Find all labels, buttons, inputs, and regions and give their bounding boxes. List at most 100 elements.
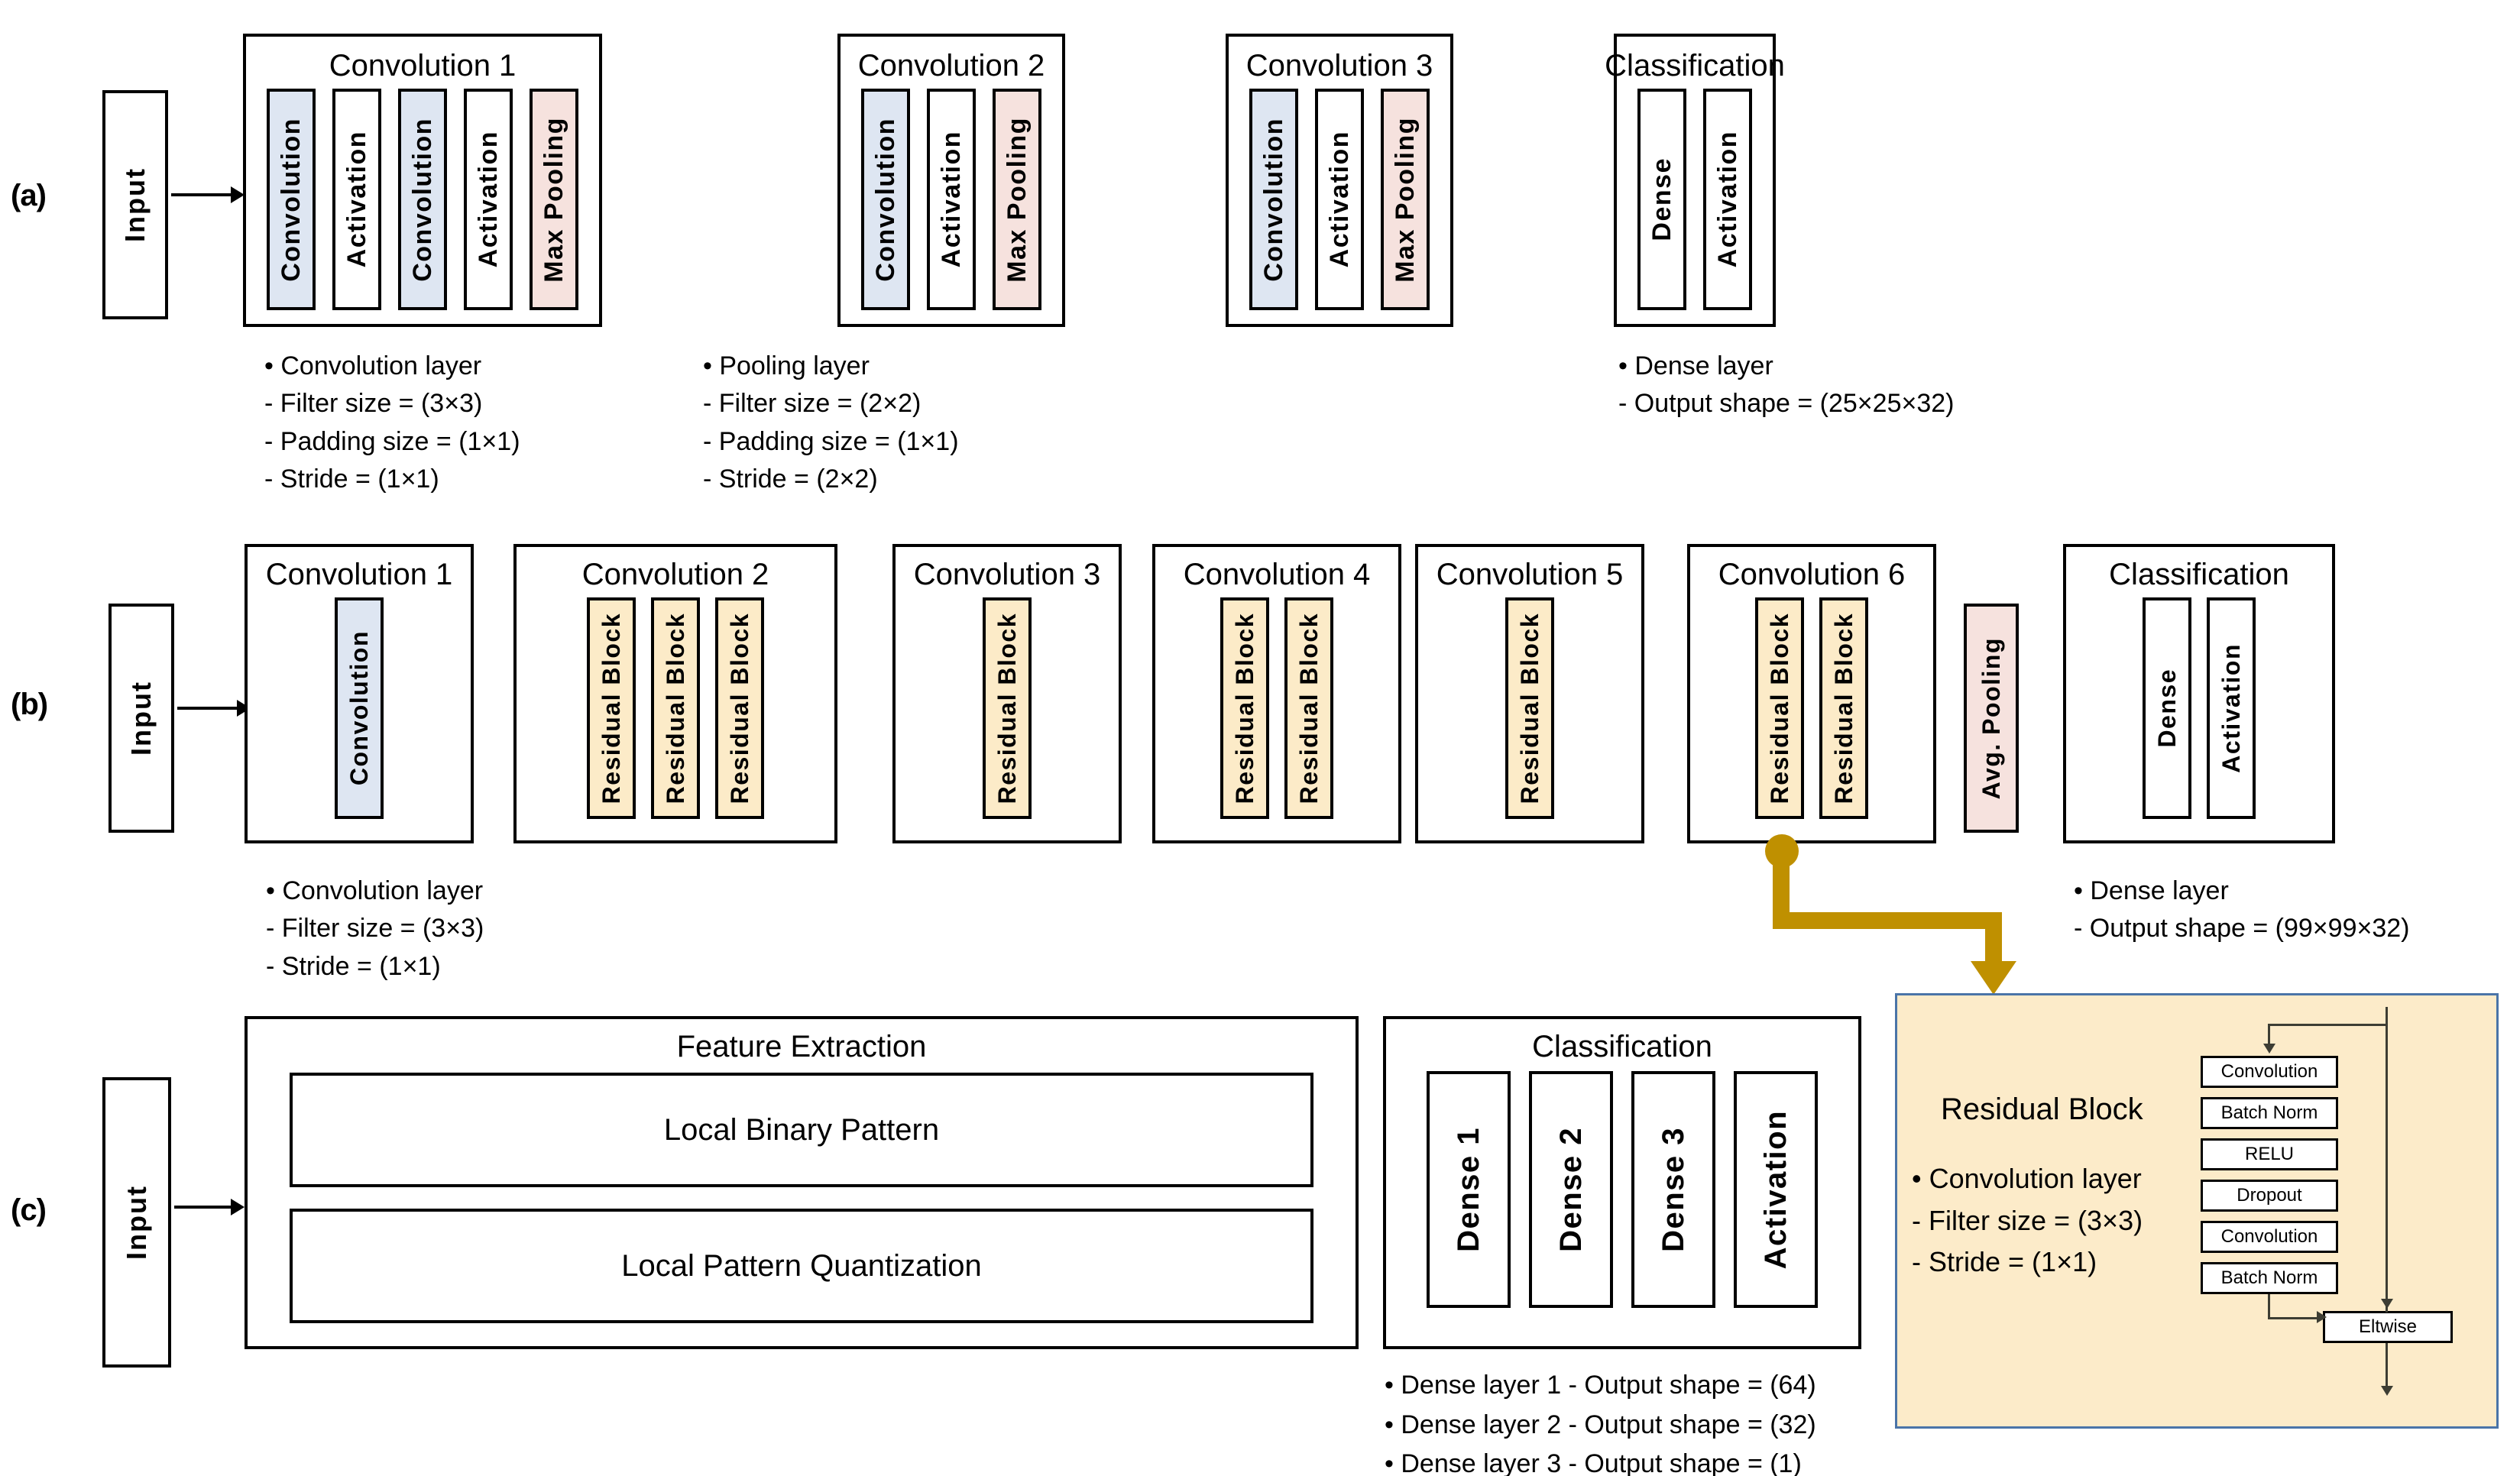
layer-cell-convolution[interactable]: Convolution — [398, 89, 447, 310]
group-title: Convolution 1 — [265, 558, 453, 591]
panel-a-pooling-notes-line-3: - Stride = (2×2) — [703, 464, 878, 494]
panel-a-convolution-notes-line-2: - Padding size = (1×1) — [264, 426, 520, 456]
group-cell-row: Residual Block — [1505, 597, 1554, 819]
layer-cell-residual-block[interactable]: Residual Block — [1220, 597, 1269, 819]
panel-c-input-arrow-head — [231, 1199, 245, 1215]
avg-pooling-label: Avg. Pooling — [1977, 636, 2005, 800]
panel-c-dense-notes-line-0: • Dense layer 1 - Output shape = (64) — [1385, 1371, 1816, 1400]
layer-cell-label: Activation — [342, 131, 371, 268]
layer-cell-activation[interactable]: Activation — [927, 89, 976, 310]
skip-connection-trunk — [2386, 1007, 2388, 1313]
panel-a-pooling-notes-line-0: • Pooling layer — [703, 351, 870, 380]
layer-cell-label: Dense — [2153, 668, 2181, 748]
layer-cell-activation[interactable]: Activation — [332, 89, 381, 310]
layer-cell-activation[interactable]: Activation — [1734, 1071, 1818, 1308]
panel-a-input-box[interactable]: Input — [102, 90, 168, 319]
residual-node-convolution-5[interactable]: Convolution — [2201, 1221, 2338, 1253]
panel-b-convolution-notes-line-2: - Stride = (1×1) — [266, 951, 441, 981]
layer-cell-label: Convolution — [408, 117, 437, 282]
eltwise-output-line — [2386, 1343, 2388, 1392]
layer-cell-convolution[interactable]: Convolution — [861, 89, 910, 310]
panel-a-tag: (a) — [11, 179, 47, 212]
panel-a-dense-notes-line-0: • Dense layer — [1618, 351, 1773, 380]
group-cell-row: Convolution — [335, 597, 384, 819]
layer-cell-label: Residual Block — [1295, 612, 1323, 804]
layer-cell-max-pooling[interactable]: Max Pooling — [1381, 89, 1430, 310]
layer-cell-label: Dense — [1647, 157, 1676, 241]
avg-pooling-cell[interactable]: Avg. Pooling — [1964, 604, 2019, 833]
layer-cell-residual-block[interactable]: Residual Block — [1755, 597, 1804, 819]
residual-node-eltwise[interactable]: Eltwise — [2323, 1311, 2453, 1343]
feature-item-1[interactable]: Local Binary Pattern — [290, 1073, 1313, 1187]
layer-cell-convolution[interactable]: Convolution — [267, 89, 316, 310]
group-title: Classification — [2109, 558, 2289, 591]
layer-cell-residual-block[interactable]: Residual Block — [1284, 597, 1333, 819]
panel-b-input-box[interactable]: Input — [109, 604, 174, 833]
layer-cell-dense-3[interactable]: Dense 3 — [1631, 1071, 1715, 1308]
input-label: Input — [121, 1185, 152, 1260]
panel-a-input-arrow-head — [231, 186, 245, 203]
layer-cell-label: Dense 3 — [1657, 1127, 1690, 1252]
layer-cell-label: Residual Block — [662, 612, 689, 804]
group-cell-row: Dense Activation — [1637, 89, 1752, 310]
group-box-convolution-1: Convolution 1 Convolution — [245, 544, 474, 843]
feature-item-2[interactable]: Local Pattern Quantization — [290, 1209, 1313, 1323]
residual-block-notes-line-1: - Filter size = (3×3) — [1912, 1204, 2143, 1236]
layer-cell-activation[interactable]: Activation — [1315, 89, 1364, 310]
panel-b-dense-notes-line-0: • Dense layer — [2074, 876, 2229, 905]
group-cell-row: Residual Block — [983, 597, 1032, 819]
layer-cell-dense-1[interactable]: Dense 1 — [1427, 1071, 1511, 1308]
residual-node-relu-3[interactable]: RELU — [2201, 1138, 2338, 1170]
layer-cell-activation[interactable]: Activation — [2207, 597, 2256, 819]
layer-cell-label: Residual Block — [1516, 612, 1543, 804]
panel-b-convolution-notes-line-1: - Filter size = (3×3) — [266, 914, 484, 944]
residual-node-dropout-4[interactable]: Dropout — [2201, 1180, 2338, 1212]
layer-cell-label: Max Pooling — [1391, 116, 1420, 283]
layer-cell-label: Activation — [1759, 1109, 1793, 1270]
layer-cell-dense-2[interactable]: Dense 2 — [1529, 1071, 1613, 1308]
group-box-convolution-3: Convolution 3 Residual Block — [892, 544, 1122, 843]
layer-cell-max-pooling[interactable]: Max Pooling — [993, 89, 1041, 310]
layer-cell-max-pooling[interactable]: Max Pooling — [530, 89, 578, 310]
layer-cell-dense[interactable]: Dense — [2143, 597, 2191, 819]
layer-cell-activation[interactable]: Activation — [464, 89, 513, 310]
layer-cell-residual-block[interactable]: Residual Block — [715, 597, 764, 819]
layer-cell-residual-block[interactable]: Residual Block — [587, 597, 636, 819]
layer-cell-residual-block[interactable]: Residual Block — [1505, 597, 1554, 819]
panel-a-convolution-notes-line-1: - Filter size = (3×3) — [264, 389, 483, 419]
group-cell-row: Dense Activation — [2143, 597, 2256, 819]
input-label: Input — [125, 681, 157, 756]
panel-b-tag: (b) — [11, 688, 48, 721]
panel-b-convolution-notes-line-0: • Convolution layer — [266, 876, 484, 905]
batchnorm-to-eltwise-vertical — [2268, 1294, 2270, 1319]
layer-cell-label: Residual Block — [726, 612, 753, 804]
residual-node-batch-norm-6[interactable]: Batch Norm — [2201, 1262, 2338, 1294]
layer-cell-residual-block[interactable]: Residual Block — [651, 597, 700, 819]
residual-block-notes: • Convolution layer- Filter size = (3×3)… — [1912, 1158, 2143, 1283]
panel-c-input-box[interactable]: Input — [102, 1077, 171, 1368]
layer-cell-residual-block[interactable]: Residual Block — [1819, 597, 1868, 819]
connector-segment-vertical-2 — [1985, 912, 2002, 966]
group-title: Convolution 3 — [913, 558, 1101, 591]
layer-cell-convolution[interactable]: Convolution — [335, 597, 384, 819]
layer-cell-residual-block[interactable]: Residual Block — [983, 597, 1032, 819]
layer-cell-label: Residual Block — [1830, 612, 1858, 804]
panel-a-convolution-notes: • Convolution layer - Filter size = (3×3)… — [264, 348, 520, 498]
panel-a-convolution-notes-line-0: • Convolution layer — [264, 351, 482, 380]
layer-cell-activation[interactable]: Activation — [1703, 89, 1752, 310]
residual-node-convolution-1[interactable]: Convolution — [2201, 1056, 2338, 1088]
residual-node-batch-norm-2[interactable]: Batch Norm — [2201, 1097, 2338, 1129]
group-title: Classification — [1605, 49, 1785, 83]
residual-block-notes-line-2: - Stride = (1×1) — [1912, 1246, 2097, 1278]
layer-cell-dense[interactable]: Dense — [1637, 89, 1686, 310]
layer-cell-convolution[interactable]: Convolution — [1249, 89, 1298, 310]
batchnorm-to-eltwise-horizontal — [2268, 1317, 2323, 1319]
